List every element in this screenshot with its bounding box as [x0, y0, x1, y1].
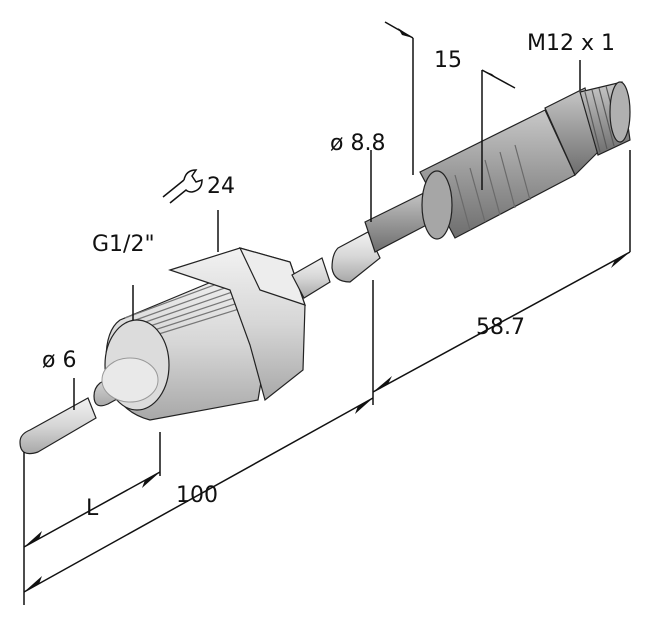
dim-15	[384, 21, 516, 190]
sensor-head	[364, 81, 631, 253]
dim-587	[372, 251, 631, 405]
wrench-size-label: 24	[207, 174, 235, 199]
wrench-icon	[162, 169, 203, 204]
dim-100	[23, 397, 374, 605]
dim-15-label: 15	[434, 48, 462, 73]
m12-label: M12 x 1	[527, 31, 615, 56]
len-l-label: L	[86, 496, 99, 521]
dim-l	[23, 432, 161, 548]
probe-rod	[291, 231, 381, 299]
dia-88-label: ø 8.8	[330, 131, 385, 156]
len-100-label: 100	[176, 483, 218, 508]
dia-6-label: ø 6	[42, 348, 76, 373]
thread-label: G1/2"	[92, 232, 155, 257]
process-fitting	[101, 247, 306, 421]
dim-m12-leader	[579, 60, 631, 252]
len-587-label: 58.7	[476, 315, 525, 340]
